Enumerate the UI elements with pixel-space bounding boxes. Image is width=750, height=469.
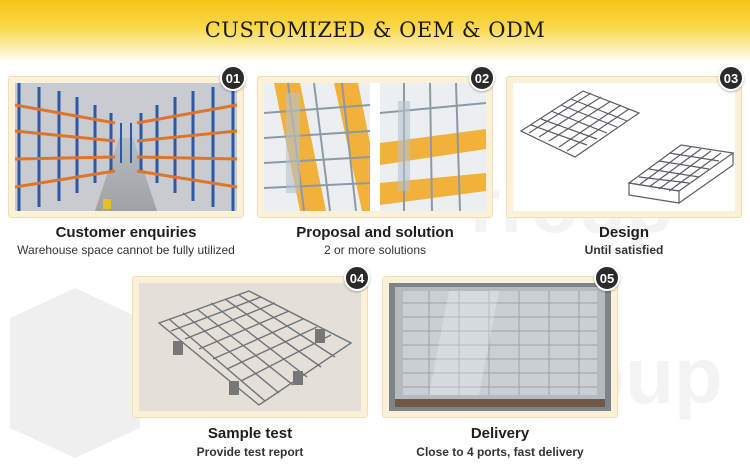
step-card-3	[506, 76, 742, 218]
step-badge-5: 05	[594, 265, 620, 291]
step-badge-2: 02	[469, 65, 495, 91]
step-subtitle-5: Close to 4 ports, fast delivery	[416, 445, 584, 459]
step-badge-3: 03	[718, 65, 744, 91]
step-title-1: Customer enquiries	[55, 224, 197, 241]
packed-pallet-icon	[389, 283, 611, 411]
step-subtitle-3: Until satisfied	[584, 243, 664, 257]
page-title: CUSTOMIZED & OEM & ODM	[204, 18, 546, 42]
warehouse-racking-image	[15, 83, 237, 211]
step-subtitle-4: Provide test report	[196, 445, 304, 459]
wire-deck-on-beams-icon	[264, 83, 486, 211]
watermark-cube-icon	[10, 288, 140, 458]
step-title-4: Sample test	[207, 425, 293, 442]
wire-deck-on-beams-image	[264, 83, 486, 211]
step-card-5	[382, 276, 618, 418]
step-card-2	[257, 76, 493, 218]
step-title-5: Delivery	[470, 425, 530, 442]
warehouse-racking-icon	[15, 83, 237, 211]
step-subtitle-1: Warehouse space cannot be fully utilized	[17, 243, 235, 257]
wire-deck-design-image	[513, 83, 735, 211]
wire-deck-sample-icon	[139, 283, 361, 411]
step-badge-1: 01	[220, 65, 246, 91]
step-title-2: Proposal and solution	[296, 224, 454, 241]
header-banner: CUSTOMIZED & OEM & ODM	[0, 0, 750, 62]
step-card-1	[8, 76, 244, 218]
step-title-3: Design	[598, 224, 649, 241]
step-badge-4: 04	[344, 265, 370, 291]
wire-deck-design-icon	[519, 90, 735, 204]
step-card-4	[132, 276, 368, 418]
step-subtitle-2: 2 or more solutions	[323, 243, 427, 257]
wire-deck-sample-image	[139, 283, 361, 411]
packed-pallet-image	[389, 283, 611, 411]
